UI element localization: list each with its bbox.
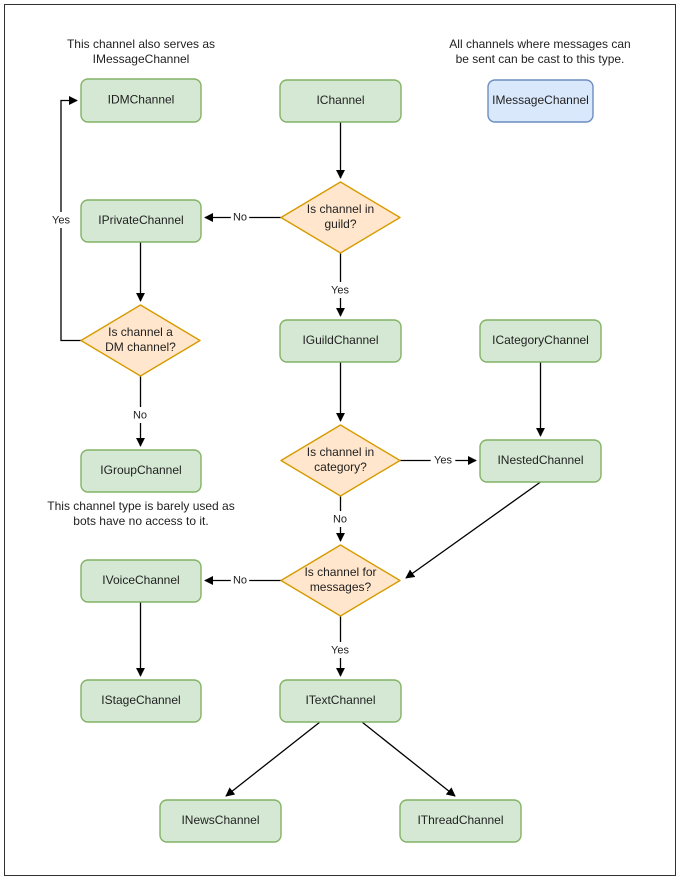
- edge-dguild-to-iprivate: No: [204, 209, 281, 225]
- node-label: IGroupChannel: [100, 463, 181, 477]
- node-label: INestedChannel: [497, 453, 583, 467]
- node-shape: [279, 79, 402, 123]
- edge-label: No: [333, 513, 347, 525]
- node-label: messages?: [310, 580, 372, 594]
- node-icategory[interactable]: ICategoryChannel: [479, 319, 602, 363]
- edge-line: [361, 721, 456, 797]
- node-label: Is channel in: [307, 445, 374, 459]
- edge-label-backdrop: [330, 511, 350, 527]
- edge-label: Yes: [331, 644, 349, 656]
- node-label: Is channel a: [108, 325, 173, 339]
- edge-label: Yes: [434, 454, 452, 466]
- edge-label-backdrop: [327, 642, 353, 658]
- edge-label: No: [233, 574, 247, 586]
- edge-dguild-to-iguild: Yes: [327, 253, 353, 317]
- edge-label-backdrop: [230, 209, 250, 225]
- edge-label-backdrop: [230, 572, 250, 588]
- node-inews[interactable]: INewsChannel: [159, 799, 282, 843]
- decision-shape: [280, 544, 401, 617]
- node-label: INewsChannel: [181, 813, 259, 827]
- node-shape: [80, 78, 202, 123]
- edge-dmessages-to-ivoice: No: [204, 572, 281, 588]
- edge-label: No: [133, 409, 147, 421]
- node-label: IStageChannel: [101, 693, 180, 707]
- node-shape: [80, 449, 202, 493]
- edge-line: [225, 721, 321, 797]
- node-inested[interactable]: INestedChannel: [479, 439, 602, 483]
- node-label: ICategoryChannel: [492, 333, 589, 347]
- note-line: IMessageChannel: [93, 52, 190, 66]
- node-ddm[interactable]: Is channel aDM channel?: [80, 304, 201, 377]
- node-label: DM channel?: [105, 340, 176, 354]
- decision-shape: [280, 181, 401, 254]
- node-label: IGuildChannel: [302, 333, 378, 347]
- node-ithread[interactable]: IThreadChannel: [399, 799, 522, 843]
- node-shape: [479, 319, 602, 363]
- edge-ddm-to-igroup: No: [130, 376, 150, 447]
- node-label: IMessageChannel: [492, 93, 589, 107]
- node-label: Is channel in: [307, 202, 374, 216]
- node-idm[interactable]: IDMChannel: [80, 78, 202, 123]
- nodes-layer: IDMChannel IChannel IMessageChannelIPrivat…: [80, 78, 602, 843]
- notes-layer: This channel also serves asIMessageChann…: [47, 37, 630, 528]
- node-itext[interactable]: ITextChannel: [279, 679, 402, 723]
- edge-label-backdrop: [327, 282, 353, 298]
- node-shape: [279, 319, 402, 363]
- edge-label-backdrop: [130, 407, 150, 423]
- note-line: be sent can be cast to this type.: [456, 52, 625, 66]
- node-iprivate[interactable]: IPrivateChannel: [80, 199, 202, 243]
- node-igroup[interactable]: IGroupChannel: [80, 449, 202, 493]
- node-shape: [487, 79, 594, 123]
- edge-itext-to-inews: [225, 721, 321, 797]
- node-shape: [80, 559, 202, 603]
- node-shape: [159, 799, 282, 843]
- node-iguild[interactable]: IGuildChannel: [279, 319, 402, 363]
- node-ichannel[interactable]: IChannel: [279, 79, 402, 123]
- decision-shape: [280, 424, 401, 497]
- node-label: ITextChannel: [305, 693, 375, 707]
- node-shape: [399, 799, 522, 843]
- node-label: category?: [314, 460, 367, 474]
- note-line: This channel also serves as: [67, 37, 215, 51]
- note-idm: This channel also serves asIMessageChann…: [67, 37, 215, 66]
- edge-label-backdrop: [48, 212, 74, 228]
- edge-dcategory-to-inested: Yes: [400, 452, 477, 468]
- node-label: Is channel for: [304, 565, 376, 579]
- edge-line: [405, 481, 541, 579]
- note-line: bots have no access to it.: [73, 514, 208, 528]
- edge-ddm-to-idm: Yes: [48, 95, 81, 342]
- note-group: This channel type is barely used asbots …: [47, 499, 234, 528]
- edge-label: No: [233, 211, 247, 223]
- note-line: This channel type is barely used as: [47, 499, 234, 513]
- edge-label: Yes: [52, 214, 70, 226]
- node-shape: [479, 439, 602, 483]
- edge-dcategory-to-dmessages: No: [330, 496, 350, 542]
- edge-dmessages-to-itext: Yes: [327, 616, 353, 677]
- note-line: All channels where messages can: [449, 37, 630, 51]
- node-ivoice[interactable]: IVoiceChannel: [80, 559, 202, 603]
- edge-itext-to-ithread: [361, 721, 456, 797]
- node-label: IVoiceChannel: [102, 573, 179, 587]
- node-imessage[interactable]: IMessageChannel: [487, 79, 594, 123]
- node-shape: [279, 679, 402, 723]
- node-shape: [80, 199, 202, 243]
- node-label: IChannel: [316, 93, 364, 107]
- node-label: IThreadChannel: [417, 813, 503, 827]
- edge-label: Yes: [331, 284, 349, 296]
- node-label: guild?: [324, 217, 356, 231]
- node-label: IDMChannel: [108, 93, 175, 107]
- edge-label-backdrop: [430, 452, 456, 468]
- node-label: IPrivateChannel: [98, 213, 183, 227]
- node-istage[interactable]: IStageChannel: [80, 679, 202, 723]
- edge-inested-to-dmessages: [405, 481, 541, 579]
- decision-shape: [80, 304, 201, 377]
- node-shape: [80, 679, 202, 723]
